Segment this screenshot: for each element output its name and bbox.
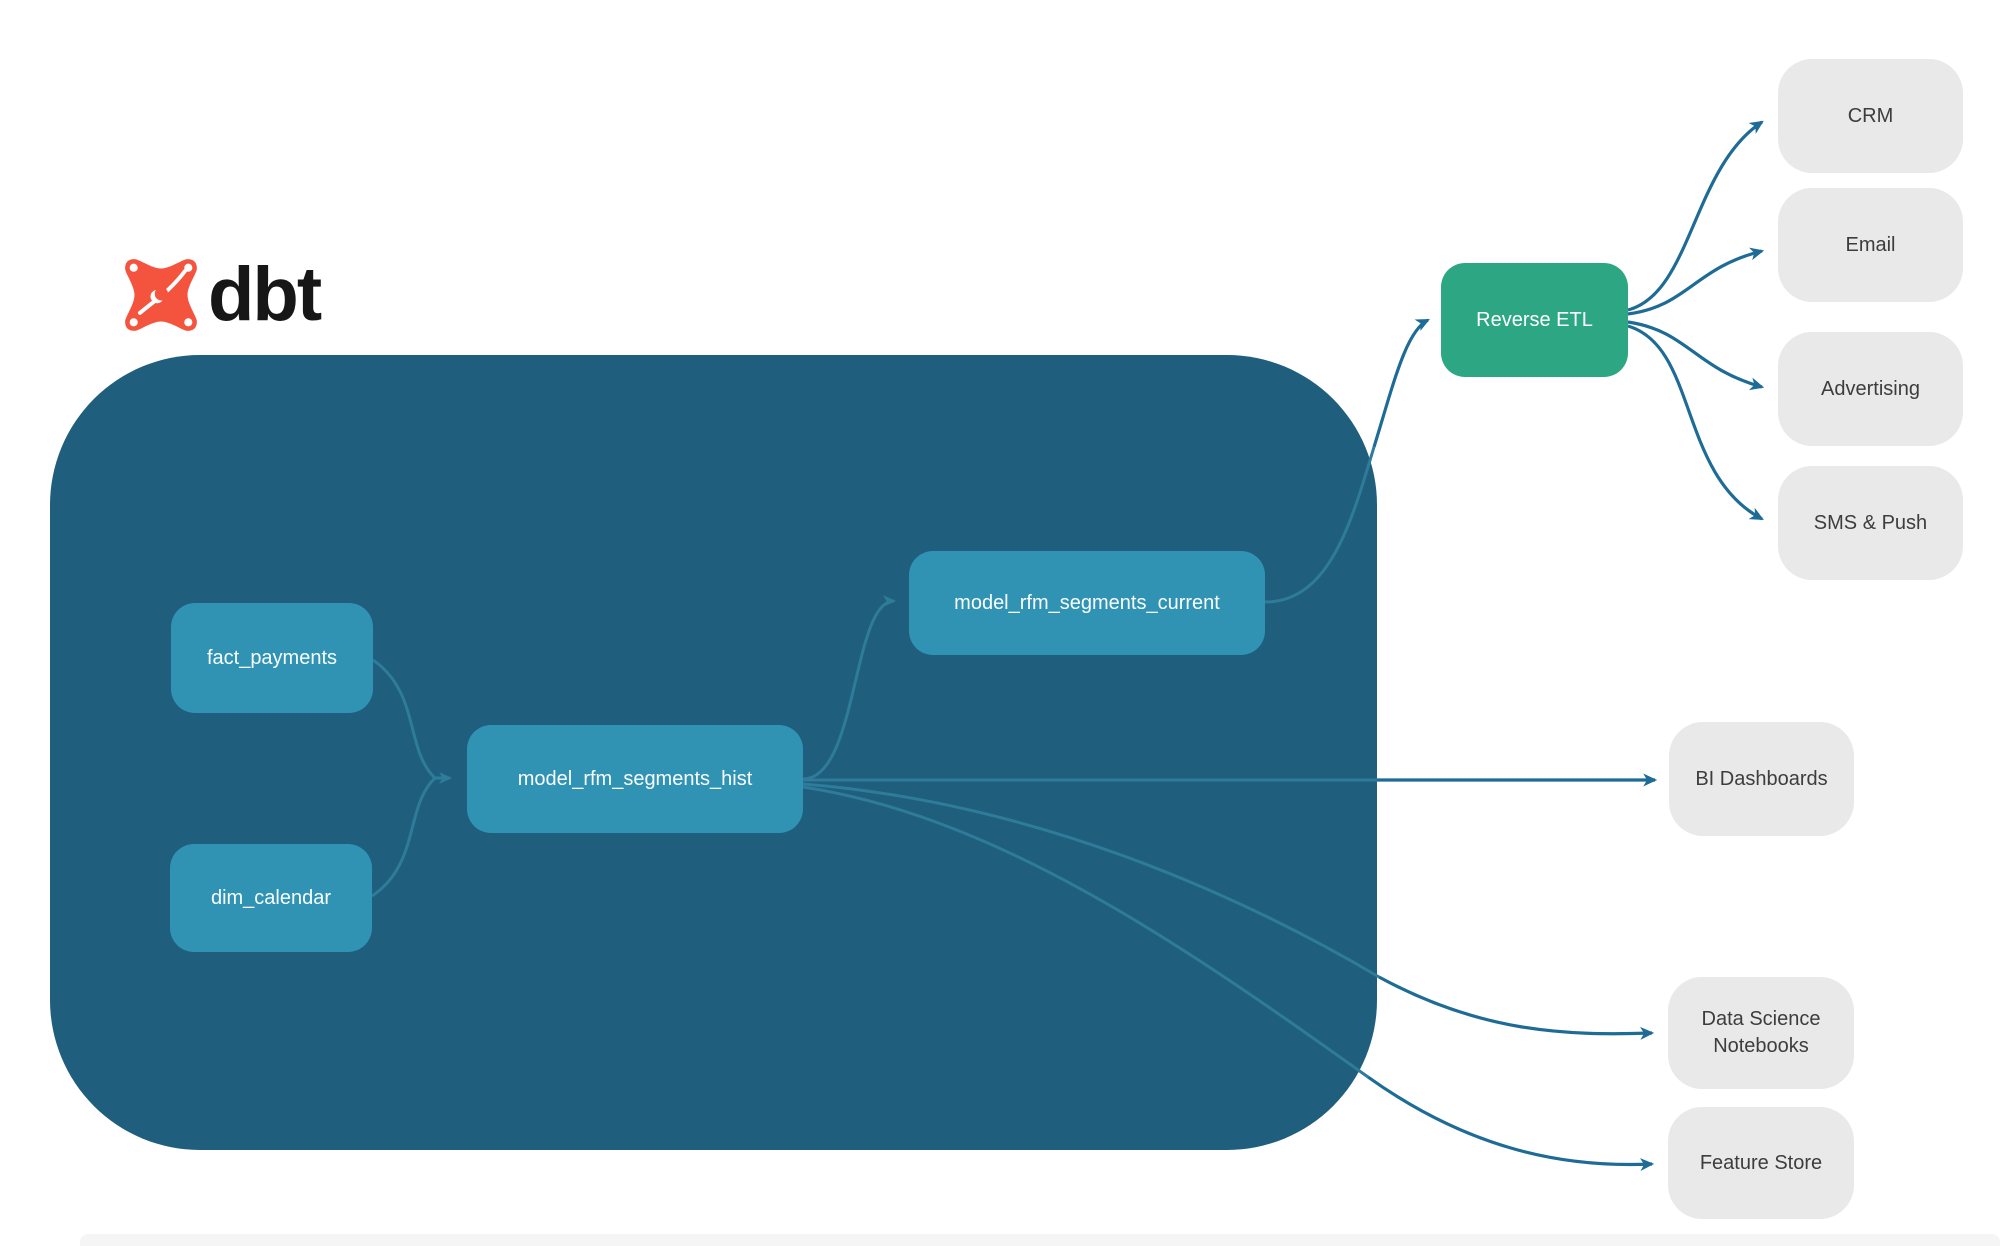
edge-fact-to-hist xyxy=(372,658,437,780)
node-dim-calendar: dim_calendar xyxy=(170,844,372,952)
edge-to-feature-store xyxy=(1367,1075,1655,1172)
node-model-rfm-segments-hist-label: model_rfm_segments_hist xyxy=(517,767,753,790)
node-model-rfm-segments-hist: model_rfm_segments_hist xyxy=(467,725,803,833)
edge-current-to-retl-internal xyxy=(1264,446,1376,604)
node-sms-push-label: SMS & Push xyxy=(1813,511,1928,534)
edge-hist-to-fs-internal xyxy=(802,785,1369,1079)
edge-to-data-science-notebooks xyxy=(1378,975,1655,1040)
node-reverse-etl: Reverse ETL xyxy=(1441,263,1628,377)
bottom-strip xyxy=(80,1234,2000,1246)
node-feature-store-label: Feature Store xyxy=(1699,1151,1823,1174)
node-email-label: Email xyxy=(1845,233,1896,256)
node-model-rfm-segments-current-label: model_rfm_segments_current xyxy=(954,591,1220,614)
dbt-logo: dbt xyxy=(122,252,322,337)
node-bi-dashboards: BI Dashboards xyxy=(1669,722,1854,836)
node-advertising: Advertising xyxy=(1778,332,1963,446)
node-advertising-label: Advertising xyxy=(1821,377,1920,400)
edge-dim-to-hist xyxy=(371,776,437,898)
node-fact-payments-label: fact_payments xyxy=(206,646,338,669)
node-data-science-notebooks-label: Data Science Notebooks xyxy=(1701,1008,1821,1057)
node-email: Email xyxy=(1778,188,1963,302)
node-reverse-etl-label: Reverse ETL xyxy=(1476,308,1593,331)
edge-retl-to-sms-push xyxy=(1627,324,1764,521)
edge-hist-to-current xyxy=(802,594,897,781)
node-sms-push: SMS & Push xyxy=(1778,466,1963,580)
node-bi-dashboards-label: BI Dashboards xyxy=(1695,767,1828,790)
node-fact-payments: fact_payments xyxy=(171,603,373,713)
node-model-rfm-segments-current: model_rfm_segments_current xyxy=(909,551,1265,655)
node-dim-calendar-label: dim_calendar xyxy=(210,886,332,909)
edge-current-to-reverse-etl xyxy=(1372,318,1430,448)
edge-hist-to-dsn-internal xyxy=(802,782,1380,979)
node-data-science-notebooks: Data Science Notebooks xyxy=(1668,977,1854,1089)
node-feature-store: Feature Store xyxy=(1668,1107,1854,1219)
edge-retl-to-advertising xyxy=(1627,320,1765,391)
edge-retl-to-crm xyxy=(1627,120,1764,312)
dbt-wordmark: dbt xyxy=(208,252,322,337)
edge-retl-to-email xyxy=(1627,247,1765,316)
node-crm: CRM xyxy=(1778,59,1963,173)
dbt-logo-icon xyxy=(125,259,197,331)
node-crm-label: CRM xyxy=(1847,104,1894,127)
